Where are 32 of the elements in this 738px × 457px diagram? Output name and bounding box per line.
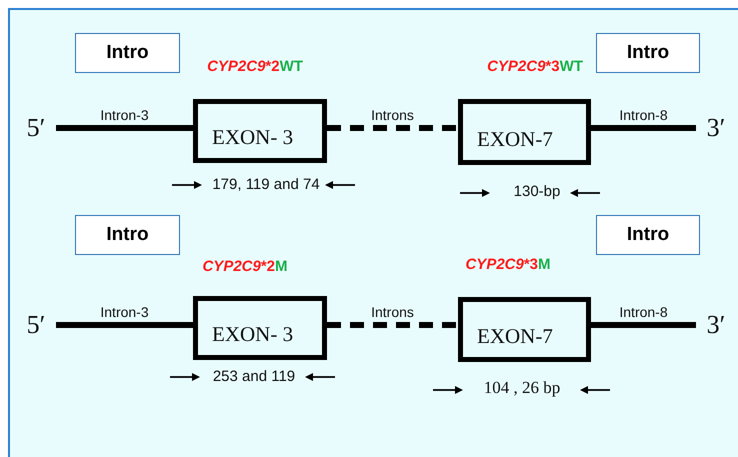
dashed-line	[327, 322, 458, 328]
intro-box: Intro	[596, 33, 700, 73]
strand-end-label: 3′	[696, 112, 736, 144]
fragment-size-text: 104 , 26 bp	[484, 378, 560, 398]
edge-label: Intron-3	[100, 107, 149, 123]
fragment-size-text: 130-bp	[514, 183, 560, 200]
edge-label: Introns	[371, 107, 414, 123]
allele-label: CYP2C9*3M	[465, 256, 551, 273]
fragment-size-text: 179, 119 and 74	[212, 176, 320, 193]
edge-label: Introns	[371, 304, 414, 320]
edge-label: Intron-3	[100, 304, 149, 320]
edge-label: Intron-8	[619, 107, 668, 123]
strand-line	[56, 322, 193, 328]
exon-box: EXON-7	[458, 297, 591, 362]
intro-box: Intro	[596, 215, 700, 255]
exon-box: EXON-7	[458, 99, 591, 165]
intro-box: Intro	[75, 33, 180, 73]
allele-label: CYP2C9*2WT	[207, 58, 303, 75]
strand-end-label: 5′	[16, 309, 56, 341]
strand-line	[591, 125, 696, 131]
dashed-line	[327, 125, 458, 131]
allele-label: CYP2C9*2M	[202, 258, 288, 275]
strand-end-label: 3′	[696, 309, 736, 341]
fragment-size-text: 253 and 119	[212, 368, 296, 385]
exon-box: EXON- 3	[193, 99, 327, 163]
strand-line	[591, 322, 696, 328]
strand-end-label: 5′	[16, 112, 56, 144]
exon-box: EXON- 3	[193, 296, 327, 360]
edge-label: Intron-8	[619, 304, 668, 320]
strand-line	[56, 125, 193, 131]
allele-label: CYP2C9*3WT	[487, 58, 583, 75]
intro-box: Intro	[75, 215, 180, 255]
